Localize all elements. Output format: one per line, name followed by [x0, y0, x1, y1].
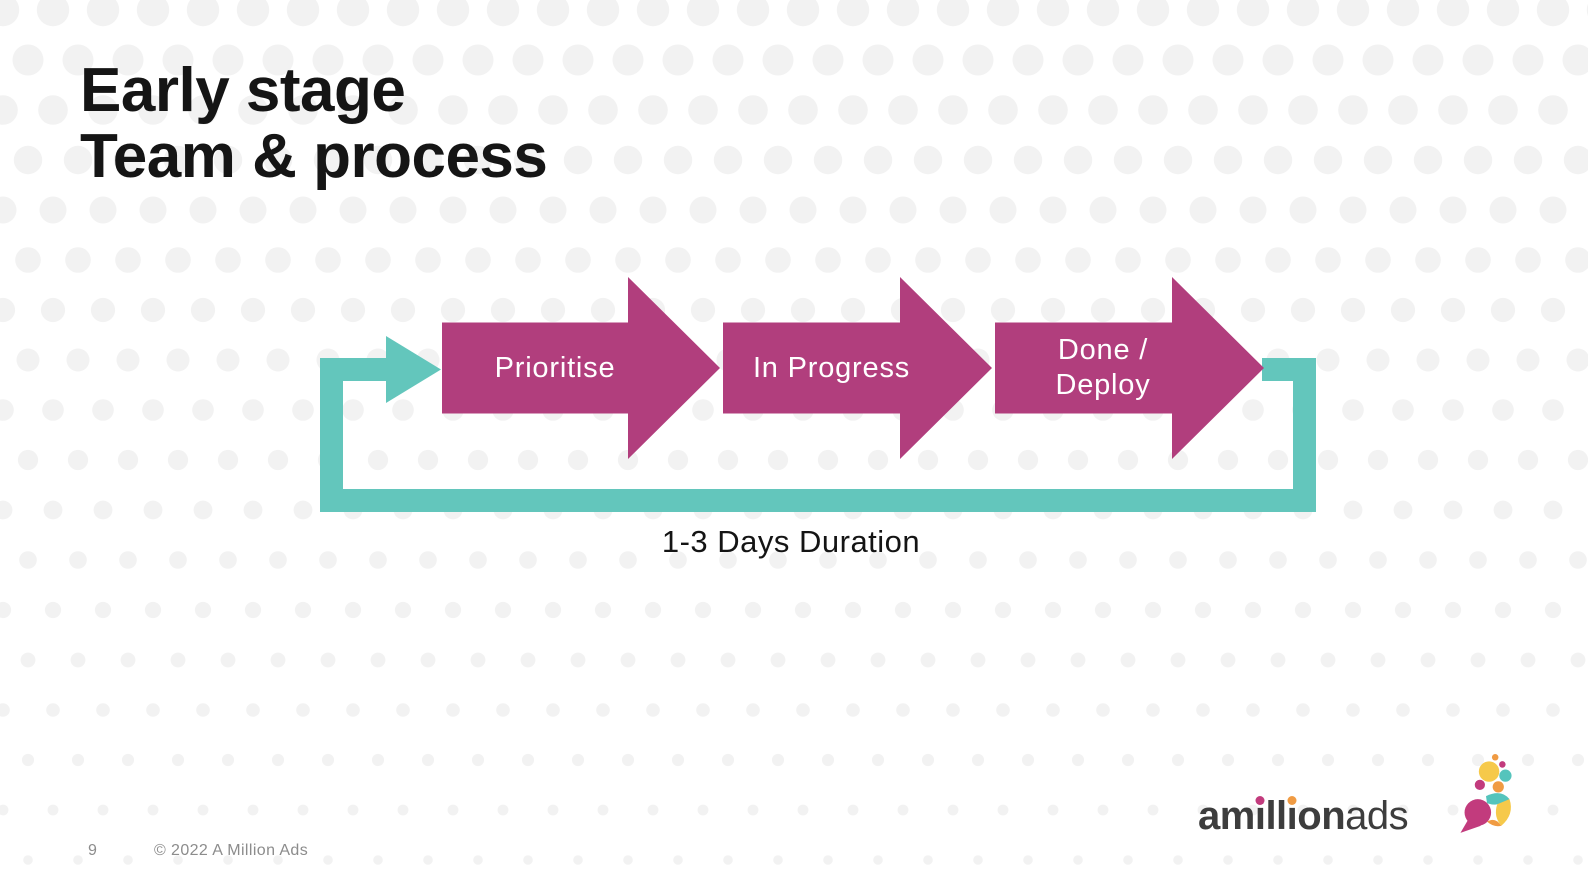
- icon-yellow-petal: [1495, 799, 1511, 826]
- step-arrow-in-progress: [723, 277, 992, 459]
- logo-i-orange-dot: i: [1286, 794, 1298, 838]
- logo-text-on: on: [1297, 794, 1346, 838]
- loop-right-bar: [1293, 358, 1316, 512]
- step-label-text-line2: Deploy: [1055, 369, 1151, 401]
- step-label-done-deploy: Done / Deploy: [993, 322, 1213, 414]
- icon-yellow-circle: [1478, 761, 1500, 782]
- loop-top-stub: [1262, 358, 1316, 381]
- page-number: 9: [88, 842, 97, 859]
- copyright-text: © 2022 A Million Ads: [154, 842, 309, 859]
- icon-speech-bubble-tail: [1460, 820, 1481, 833]
- amillionads-logo-wordmark: amillionads: [1198, 794, 1409, 838]
- logo-text-am: am: [1198, 794, 1255, 838]
- logo-text-ll: ll: [1265, 794, 1287, 838]
- step-arrow-prioritise: [442, 277, 720, 459]
- loop-feed-arrowhead: [386, 336, 441, 403]
- icon-orange-dot: [1491, 753, 1499, 761]
- loop-bottom-bar: [320, 489, 1316, 512]
- icon-magenta-dot: [1499, 761, 1506, 768]
- icon-magenta-circle: [1474, 779, 1485, 790]
- icon-teal-circle: [1499, 769, 1512, 782]
- amillionads-logo-icon: [1460, 753, 1512, 833]
- step-label-text: In Progress: [752, 351, 911, 384]
- step-label-prioritise: Prioritise: [442, 322, 668, 414]
- duration-caption: 1-3 Days Duration: [661, 524, 921, 559]
- icon-orange-petal: [1487, 819, 1502, 827]
- step-label-in-progress: In Progress: [723, 322, 940, 414]
- title-line-2: Team & process: [80, 122, 548, 191]
- icon-orange-circle: [1492, 781, 1504, 793]
- logo-text-ads: ads: [1345, 794, 1409, 838]
- logo-i-magenta-dot: i: [1254, 794, 1266, 838]
- step-label-text-line1: Done /: [1057, 334, 1149, 366]
- title-line-1: Early stage: [80, 56, 406, 125]
- step-label-text: Prioritise: [494, 351, 616, 384]
- loop-left-bar: [320, 358, 343, 512]
- icon-speech-bubble: [1464, 799, 1492, 826]
- step-arrow-done-deploy: [995, 277, 1264, 459]
